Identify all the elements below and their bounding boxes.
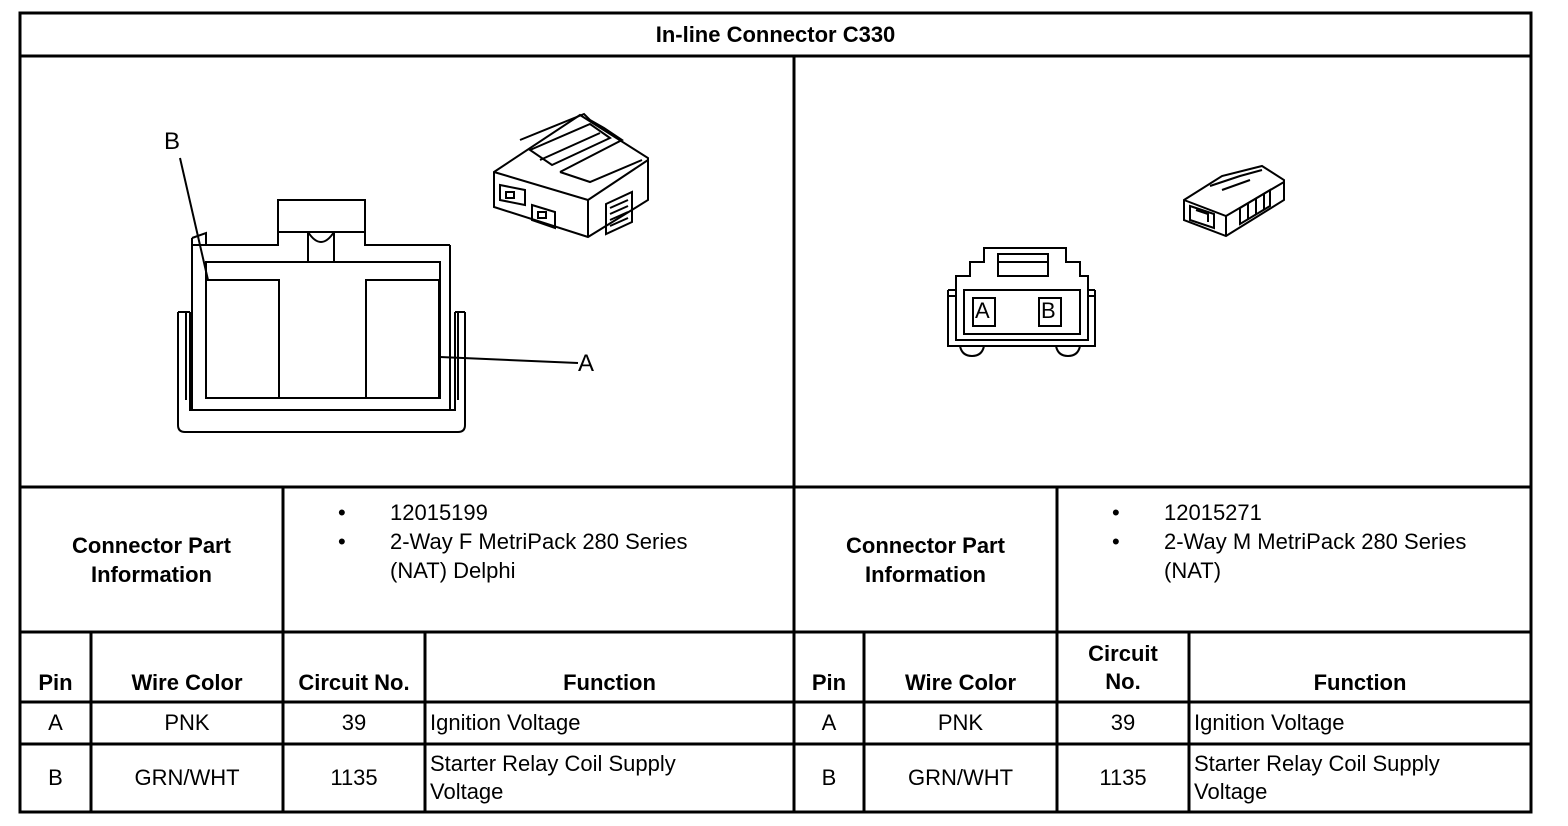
right-header-circuit: Circuit No. [1088, 641, 1158, 694]
right-row-a-pin: A [821, 710, 837, 735]
part-number: 12015271 [1164, 500, 1262, 525]
right-pin-a-label: A [975, 298, 990, 323]
left-row-a-circuit: 39 [341, 710, 367, 735]
left-part-info-list: • 12015199 • 2-Way F MetriPack 280 Serie… [338, 498, 778, 585]
left-pin-b-label: B [164, 128, 181, 155]
left-row-a-function: Ignition Voltage [430, 710, 581, 735]
page-title: In-line Connector C330 [655, 21, 896, 47]
right-row-b-function: Starter Relay Coil Supply Voltage [1194, 751, 1440, 804]
right-row-a-function: Ignition Voltage [1194, 710, 1345, 735]
part-number: 12015199 [390, 500, 488, 525]
right-row-b-circuit: 1135 [1099, 765, 1147, 790]
left-row-b-pin: B [48, 765, 63, 790]
left-row-b-circuit: 1135 [330, 765, 378, 790]
left-header-pin: Pin [38, 670, 73, 695]
left-row-b-wire-color: GRN/WHT [134, 765, 240, 790]
list-item: • 2-Way F MetriPack 280 Series (NAT) Del… [338, 527, 778, 585]
left-pin-a-label: A [578, 350, 595, 377]
bullet-icon: • [1112, 500, 1120, 525]
right-row-b-wire-color: GRN/WHT [907, 765, 1014, 790]
right-row-a-wire-color: PNK [937, 710, 984, 735]
right-part-info-label: Connector Part Information [846, 532, 1005, 587]
left-row-b-function: Starter Relay Coil Supply Voltage [430, 751, 676, 804]
right-header-wire-color: Wire Color [904, 670, 1017, 695]
list-item: • 2-Way M MetriPack 280 Series (NAT) [1112, 527, 1522, 585]
left-header-circuit: Circuit No. [298, 670, 410, 695]
right-row-a-circuit: 39 [1110, 710, 1136, 735]
list-item: • 12015199 [338, 498, 778, 527]
right-header-pin: Pin [811, 670, 847, 695]
right-pin-b-label: B [1041, 298, 1056, 323]
right-part-info-list: • 12015271 • 2-Way M MetriPack 280 Serie… [1112, 498, 1522, 585]
right-row-b-pin: B [821, 765, 837, 790]
part-description: 2-Way F MetriPack 280 Series (NAT) Delph… [390, 529, 688, 583]
left-part-info-label: Connector Part Information [72, 532, 231, 587]
bullet-icon: • [338, 529, 346, 554]
part-description: 2-Way M MetriPack 280 Series (NAT) [1164, 529, 1467, 583]
list-item: • 12015271 [1112, 498, 1522, 527]
left-row-a-pin: A [48, 710, 63, 735]
left-row-a-wire-color: PNK [164, 710, 210, 735]
bullet-icon: • [1112, 529, 1120, 554]
right-header-function: Function [1313, 670, 1407, 695]
bullet-icon: • [338, 500, 346, 525]
left-header-function: Function [563, 670, 656, 695]
left-header-wire-color: Wire Color [131, 670, 243, 695]
